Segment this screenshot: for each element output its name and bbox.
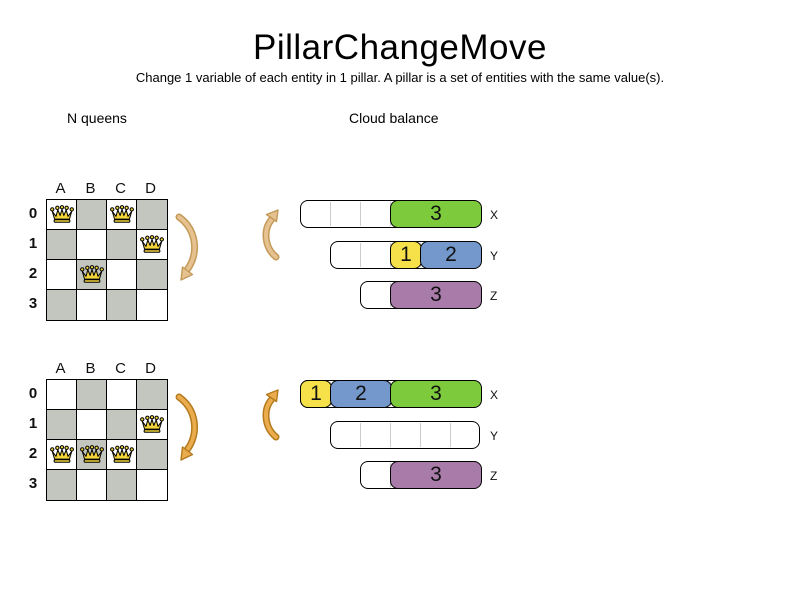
column-header-B: B — [85, 360, 97, 377]
column-header-A: A — [55, 360, 67, 377]
board-cell-A1 — [47, 230, 77, 260]
row-label-0: 0 — [28, 205, 38, 222]
process-segment-3: 3 — [390, 461, 482, 489]
board-row-labels: 0 1 2 3 — [24, 199, 42, 319]
board-cell-B0 — [77, 380, 107, 410]
row-label-1: 1 — [28, 415, 38, 432]
cloud-move-arrow-up-icon — [262, 209, 280, 261]
queen-icon — [49, 445, 74, 463]
computer-bar-cloud-before-Z: 3 — [360, 281, 482, 309]
board-cell-B1 — [77, 410, 107, 440]
bar-cell-divider — [390, 423, 391, 447]
row-label-2: 2 — [28, 445, 38, 462]
board-cell-A1 — [47, 410, 77, 440]
computer-bar-cloud-after-Z: 3 — [360, 461, 482, 489]
chessboard-nqueens-after — [46, 379, 168, 501]
board-cell-D0 — [137, 200, 167, 230]
process-segment-2: 2 — [420, 241, 482, 269]
computer-label-Z: Z — [490, 469, 498, 483]
page-subtitle: Change 1 variable of each entity in 1 pi… — [135, 70, 665, 85]
board-cell-A0 — [47, 200, 77, 230]
computer-bar-cloud-before-X: 3 — [300, 200, 482, 228]
board-cell-C2 — [107, 260, 137, 290]
board-cell-B1 — [77, 230, 107, 260]
board-cell-D2 — [137, 260, 167, 290]
queens-move-arrow-down-icon — [175, 393, 199, 461]
column-header-C: C — [115, 180, 127, 197]
queen-icon — [109, 445, 134, 463]
computer-label-Z: Z — [490, 289, 498, 303]
board-cell-B3 — [77, 470, 107, 500]
column-header-B: B — [85, 180, 97, 197]
column-header-C: C — [115, 360, 127, 377]
board-cell-C1 — [107, 410, 137, 440]
board-row-labels: 0 1 2 3 — [24, 379, 42, 499]
process-segment-2: 2 — [330, 380, 392, 408]
computer-label-X: X — [490, 388, 499, 402]
board-cell-C1 — [107, 230, 137, 260]
board-cell-A2 — [47, 260, 77, 290]
computer-label-Y: Y — [490, 429, 499, 443]
column-header-D: D — [145, 360, 157, 377]
board-cell-D3 — [137, 470, 167, 500]
section-label-cloud-balance: Cloud balance — [349, 110, 439, 126]
queen-icon — [49, 205, 74, 223]
bar-cell-divider — [330, 202, 331, 226]
section-label-nqueens: N queens — [67, 110, 127, 126]
board-cell-B2 — [77, 260, 107, 290]
computer-label-Y: Y — [490, 249, 499, 263]
board-cell-D1 — [137, 230, 167, 260]
board-cell-D2 — [137, 440, 167, 470]
bar-cell-divider — [360, 423, 361, 447]
process-segment-1: 1 — [300, 380, 332, 408]
cloud-move-arrow-up-icon — [262, 389, 280, 441]
process-segment-3: 3 — [390, 281, 482, 309]
page-title: PillarChangeMove — [253, 28, 547, 67]
board-cell-A3 — [47, 290, 77, 320]
board-cell-A0 — [47, 380, 77, 410]
board-cell-C3 — [107, 470, 137, 500]
queen-icon — [79, 265, 104, 283]
chessboard-nqueens-before — [46, 199, 168, 321]
process-segment-1: 1 — [390, 241, 422, 269]
queen-icon — [109, 205, 134, 223]
board-cell-C0 — [107, 200, 137, 230]
board-column-headers: A B C D — [46, 180, 168, 198]
column-header-A: A — [55, 180, 67, 197]
process-segment-3: 3 — [390, 200, 482, 228]
queen-icon — [140, 235, 164, 253]
board-cell-D3 — [137, 290, 167, 320]
bar-cell-divider — [450, 423, 451, 447]
bar-cell-divider — [360, 243, 361, 267]
bar-cell-divider — [420, 423, 421, 447]
computer-label-X: X — [490, 208, 499, 222]
row-label-1: 1 — [28, 235, 38, 252]
row-label-3: 3 — [28, 295, 38, 312]
row-label-0: 0 — [28, 385, 38, 402]
board-cell-A3 — [47, 470, 77, 500]
queens-move-arrow-down-icon — [175, 213, 199, 281]
board-cell-B0 — [77, 200, 107, 230]
row-label-2: 2 — [28, 265, 38, 282]
board-cell-C0 — [107, 380, 137, 410]
queen-icon — [140, 415, 164, 433]
column-header-D: D — [145, 180, 157, 197]
board-cell-A2 — [47, 440, 77, 470]
board-cell-D0 — [137, 380, 167, 410]
computer-bar-cloud-after-Y — [330, 421, 480, 449]
board-cell-C2 — [107, 440, 137, 470]
board-cell-D1 — [137, 410, 167, 440]
process-segment-3: 3 — [390, 380, 482, 408]
board-cell-B2 — [77, 440, 107, 470]
queen-icon — [79, 445, 104, 463]
bar-cell-divider — [360, 202, 361, 226]
row-label-3: 3 — [28, 475, 38, 492]
board-cell-B3 — [77, 290, 107, 320]
board-column-headers: A B C D — [46, 360, 168, 378]
board-cell-C3 — [107, 290, 137, 320]
